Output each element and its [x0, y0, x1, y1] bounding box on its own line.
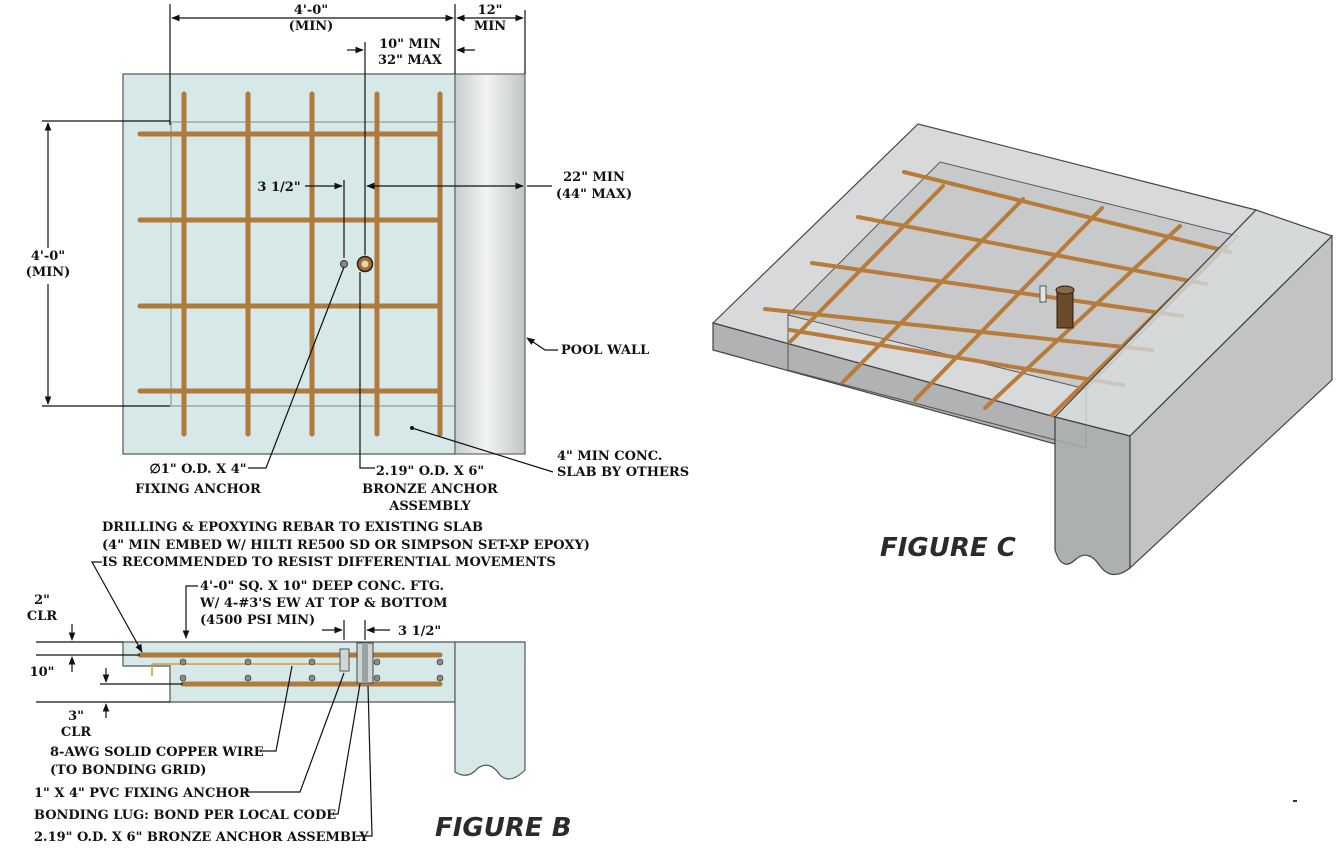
- figure-c-title: FIGURE C: [880, 533, 1016, 563]
- bronze-anchor-label-2: BRONZE ANCHOR: [362, 482, 498, 497]
- plan-height-min: (MIN): [26, 265, 71, 280]
- drilling-note-3: IS RECOMMENDED TO RESIST DIFFERENTIAL MO…: [102, 555, 556, 570]
- rebar-grid: [137, 91, 443, 437]
- copper-wire-label-1: 8-AWG SOLID COPPER WIRE: [50, 745, 264, 760]
- bronze-anchor-label-1: 2.19" O.D. X 6": [376, 464, 484, 479]
- footing-note-1: 4'-0" SQ. X 10" DEEP CONC. FTG.: [200, 579, 444, 594]
- iso-bronze-anchor: [1056, 289, 1074, 329]
- section-depth-dim: 10": [30, 665, 55, 680]
- plan-width-min: (MIN): [289, 19, 334, 34]
- wall-width-dim: 12": [478, 3, 503, 18]
- iso-pool-wall-side: [1129, 234, 1333, 570]
- wall-offset-max: (44" MAX): [556, 187, 632, 202]
- slab-label-2: SLAB BY OTHERS: [557, 465, 689, 480]
- fixing-anchor-label-1: ∅1" O.D. X 4": [149, 462, 246, 477]
- drilling-note-2: (4" MIN EMBED W/ HILTI RE500 SD OR SIMPS…: [102, 538, 590, 553]
- clr-bottom-value: 3": [68, 709, 84, 724]
- iso-fixing-anchor: [1039, 285, 1047, 303]
- pool-wall-label: POOL WALL: [561, 343, 649, 358]
- pool-wall-plan: [454, 73, 526, 455]
- plan-height-dim: 4'-0": [31, 249, 65, 264]
- plan-spacing-dim: 3 1/2": [257, 180, 300, 195]
- footing-note-2: W/ 4-#3'S EW AT TOP & BOTTOM: [199, 596, 447, 611]
- section-footing: [122, 641, 456, 703]
- plan-view: 4'-0" (MIN) 12" MIN 10" MIN 32" MAX 3 1/…: [24, 3, 689, 514]
- iso-rebar: [763, 170, 1232, 417]
- anchor-offset-min: 10" MIN: [379, 37, 441, 52]
- section-pvc-anchor: [339, 648, 350, 672]
- bronze-anchor-label-3: ASSEMBLY: [388, 499, 471, 514]
- drilling-note-1: DRILLING & EPOXYING REBAR TO EXISTING SL…: [102, 520, 483, 535]
- clr-bottom-label: CLR: [61, 725, 91, 740]
- iso-pool-wall-front: [1054, 416, 1131, 576]
- section-spacing-dim: 3 1/2": [398, 624, 441, 639]
- clr-top-value: 2": [34, 593, 50, 608]
- wall-offset-min: 22" MIN: [563, 170, 625, 185]
- footing-slab: [122, 73, 456, 455]
- clr-top-label: CLR: [27, 609, 57, 624]
- section-rebar-dots: [179, 658, 444, 682]
- fixing-anchor-dot: [340, 260, 348, 268]
- bonding-lug-label: BONDING LUG: BOND PER LOCAL CODE: [34, 808, 336, 823]
- plan-width-dim: 4'-0": [294, 3, 328, 18]
- pvc-anchor-label: 1" X 4" PVC FIXING ANCHOR: [34, 786, 250, 801]
- section-view: 3 1/2" 2" CLR 10" 3" CLR DRILLING & EPOX…: [27, 520, 590, 845]
- bronze-anchor-section-label: 2.19" O.D. X 6" BRONZE ANCHOR ASSEMBLY: [34, 830, 369, 845]
- slab-label-1: 4" MIN CONC.: [557, 449, 662, 464]
- copper-wire-label-2: (TO BONDING GRID): [50, 763, 206, 778]
- isometric-view: FIGURE C: [711, 123, 1334, 576]
- wall-width-min: MIN: [474, 19, 506, 34]
- footing-note-3: (4500 PSI MIN): [200, 613, 315, 628]
- anchor-offset-max: 32" MAX: [378, 53, 443, 68]
- section-pool-wall: [454, 641, 526, 780]
- figure-b-title: FIGURE B: [435, 813, 572, 843]
- fixing-anchor-label-2: FIXING ANCHOR: [135, 482, 261, 497]
- stray-mark: [1293, 800, 1297, 802]
